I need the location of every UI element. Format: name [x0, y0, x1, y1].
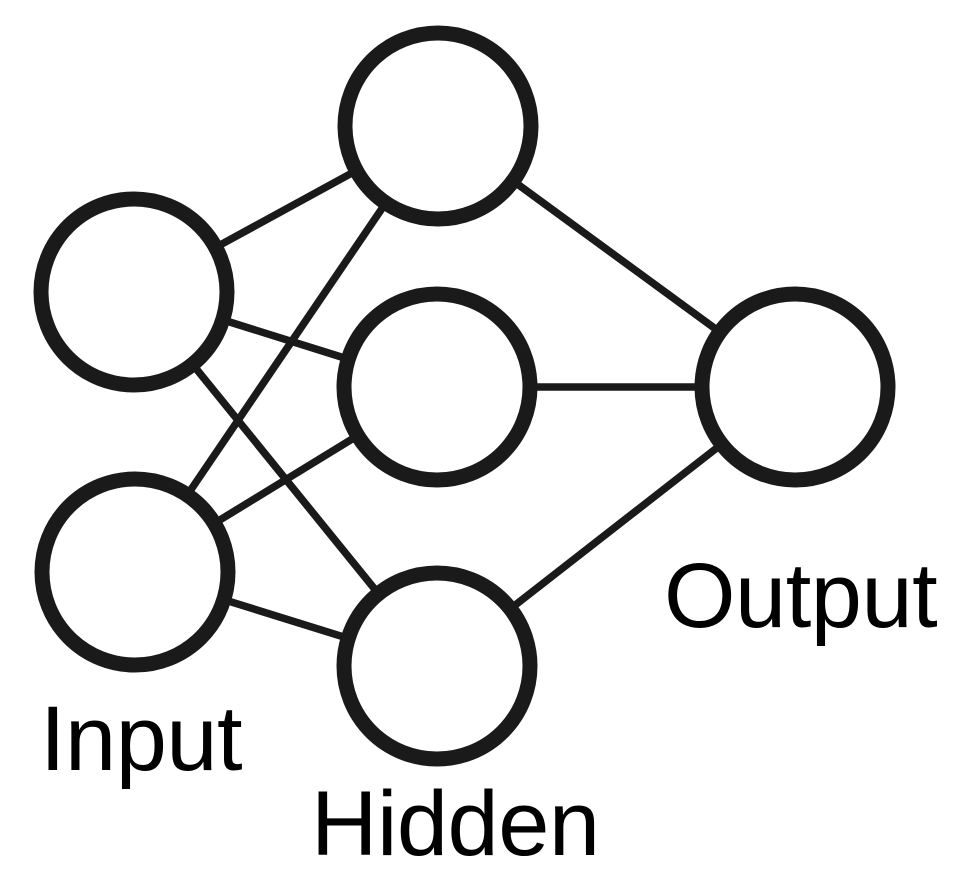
edges-group — [186, 168, 722, 641]
nodes-group — [33, 25, 896, 767]
edge-i2-h2 — [215, 434, 357, 525]
edge-h1-o1 — [513, 179, 720, 334]
layer-label-hidden: Hidden — [311, 773, 600, 875]
node-hidden-h2[interactable] — [336, 286, 538, 488]
node-hidden-h1[interactable] — [337, 25, 539, 227]
edge-i2-h1 — [186, 203, 387, 495]
layer-label-input: Input — [40, 688, 243, 790]
node-output-o1[interactable] — [694, 286, 896, 488]
node-input-i1[interactable] — [33, 191, 235, 393]
edge-i1-h2 — [224, 317, 347, 362]
layer-label-output: Output — [664, 545, 938, 647]
node-hidden-h3[interactable] — [336, 565, 538, 767]
node-input-i2[interactable] — [34, 471, 236, 673]
edge-i2-h3 — [226, 597, 346, 641]
edge-i1-h1 — [216, 168, 356, 250]
edge-h3-o1 — [510, 443, 722, 610]
